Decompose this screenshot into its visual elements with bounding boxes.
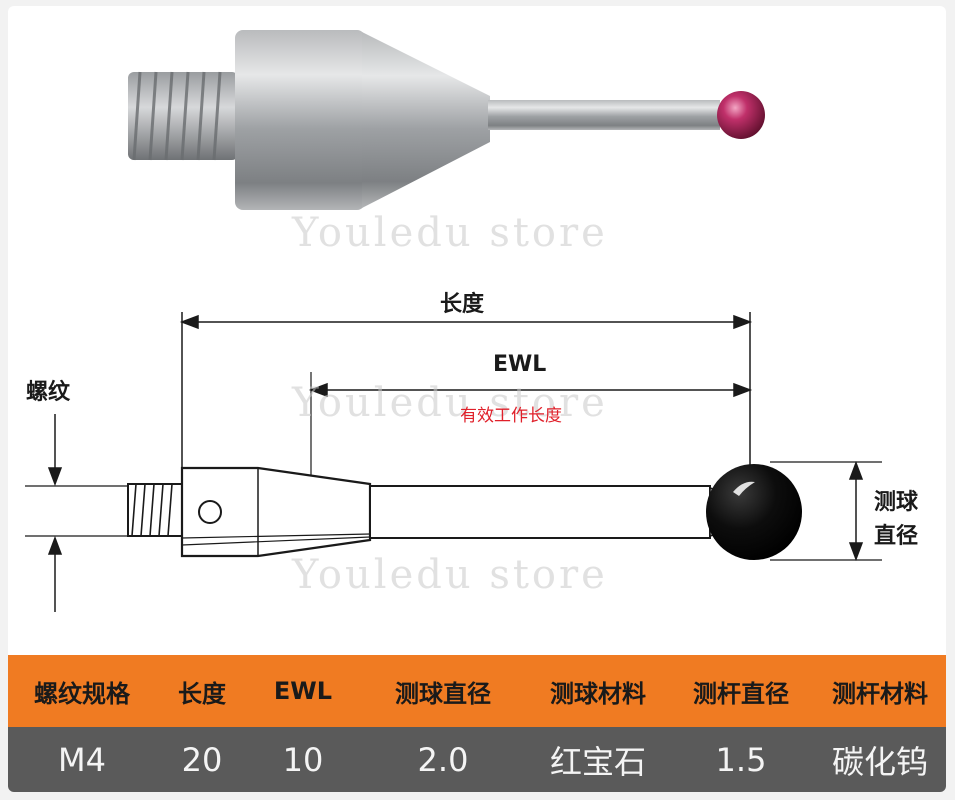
value-length: 20 <box>181 740 223 779</box>
spec-table-row: M4 20 10 2.0 红宝石 1.5 碳化钨 <box>8 727 946 792</box>
header-stem-material: 测杆材料 <box>832 679 928 708</box>
header-ewl: EWL <box>273 677 333 705</box>
header-stem-diameter: 测杆直径 <box>693 679 789 708</box>
value-stem-material: 碳化钨 <box>831 742 928 781</box>
header-thread-spec: 螺纹规格 <box>34 679 130 708</box>
stylus-photo <box>128 30 765 210</box>
header-length: 长度 <box>178 679 226 708</box>
spec-table-header: 螺纹规格 长度 EWL 测球直径 测球材料 测杆直径 测杆材料 <box>8 655 946 727</box>
value-ball-material: 红宝石 <box>549 742 646 781</box>
technical-drawing <box>25 312 882 612</box>
stylus-ball <box>706 464 802 560</box>
value-thread-spec: M4 <box>58 740 106 779</box>
header-ball-diameter: 测球直径 <box>395 679 491 708</box>
ball-highlight <box>733 481 755 496</box>
ball-diameter-label-line1: 测球 <box>874 490 919 515</box>
ewl-sublabel: 有效工作长度 <box>460 406 562 426</box>
stylus-illustration <box>25 30 882 612</box>
header-ball-material: 测球材料 <box>550 679 646 708</box>
value-ewl: 10 <box>282 740 324 779</box>
thread-label: 螺纹 <box>26 380 71 405</box>
value-ball-diameter: 2.0 <box>417 740 469 779</box>
length-label: 长度 <box>440 292 485 317</box>
ewl-label: EWL <box>493 352 547 377</box>
ball-diameter-label-line2: 直径 <box>874 524 919 549</box>
value-stem-diameter: 1.5 <box>715 740 767 779</box>
